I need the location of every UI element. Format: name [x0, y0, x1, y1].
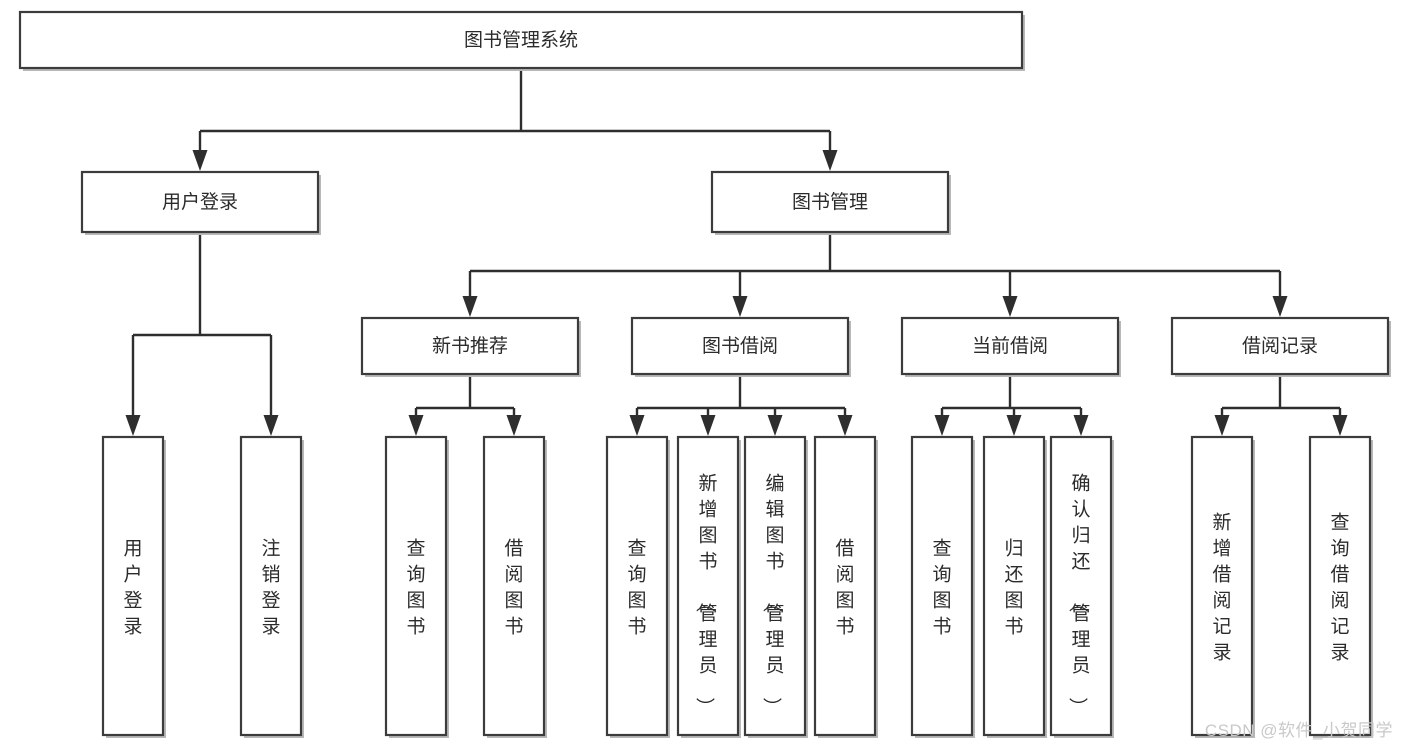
node-n_user_login: 用户登录	[80, 170, 321, 235]
node-l_rec_borrow: 借阅图书	[482, 435, 547, 738]
node-label: 查询图书	[932, 537, 951, 637]
node-layer: 图书管理系统用户登录图书管理新书推荐图书借阅当前借阅借阅记录用户登录注销登录查询…	[18, 10, 1391, 738]
node-n_new_rec: 新书推荐	[360, 316, 581, 377]
node-l_badd: 新增图书（管理员）	[676, 435, 741, 738]
connector-layer	[125, 68, 1348, 436]
node-label: 用户登录	[123, 538, 142, 637]
node-label: 查询图书	[406, 537, 425, 637]
node-label: 新增借阅记录	[1212, 511, 1231, 663]
node-label: 借阅图书	[835, 537, 854, 637]
node-label: 编辑图书（管理员）	[760, 472, 784, 716]
node-l_cconfirm: 确认归还（管理员）	[1049, 435, 1114, 738]
node-l_rec_query: 查询图书	[384, 435, 449, 738]
node-label: 图书管理	[792, 191, 868, 213]
node-l_bedit: 编辑图书（管理员）	[743, 435, 808, 738]
node-n_record: 借阅记录	[1170, 316, 1391, 377]
node-n_book_mgmt: 图书管理	[710, 170, 951, 235]
node-label: 确认归还（管理员）	[1066, 472, 1090, 716]
node-n_borrow: 图书借阅	[630, 316, 851, 377]
node-label: 借阅记录	[1242, 335, 1318, 357]
node-label: 用户登录	[162, 191, 238, 213]
node-l_user_login: 用户登录	[101, 435, 166, 738]
node-label: 查询图书	[627, 537, 646, 637]
node-label: 新书推荐	[432, 335, 508, 357]
node-n_current: 当前借阅	[900, 316, 1121, 377]
node-label: 归还图书	[1004, 537, 1023, 637]
node-l_bborrow: 借阅图书	[813, 435, 878, 738]
node-l_cq: 查询图书	[910, 435, 975, 738]
node-label: 查询借阅记录	[1330, 511, 1349, 663]
node-l_radd: 新增借阅记录	[1190, 435, 1255, 738]
node-label: 借阅图书	[504, 537, 523, 637]
node-label: 新增图书（管理员）	[693, 472, 717, 716]
node-l_creturn: 归还图书	[982, 435, 1047, 738]
node-label: 图书管理系统	[464, 29, 578, 51]
node-l_rquery: 查询借阅记录	[1308, 435, 1373, 738]
node-root: 图书管理系统	[18, 10, 1025, 71]
node-label: 注销登录	[261, 537, 280, 637]
node-label: 图书借阅	[702, 335, 778, 357]
node-l_logout: 注销登录	[239, 435, 304, 738]
node-label: 当前借阅	[972, 335, 1048, 357]
node-l_bq: 查询图书	[605, 435, 670, 738]
